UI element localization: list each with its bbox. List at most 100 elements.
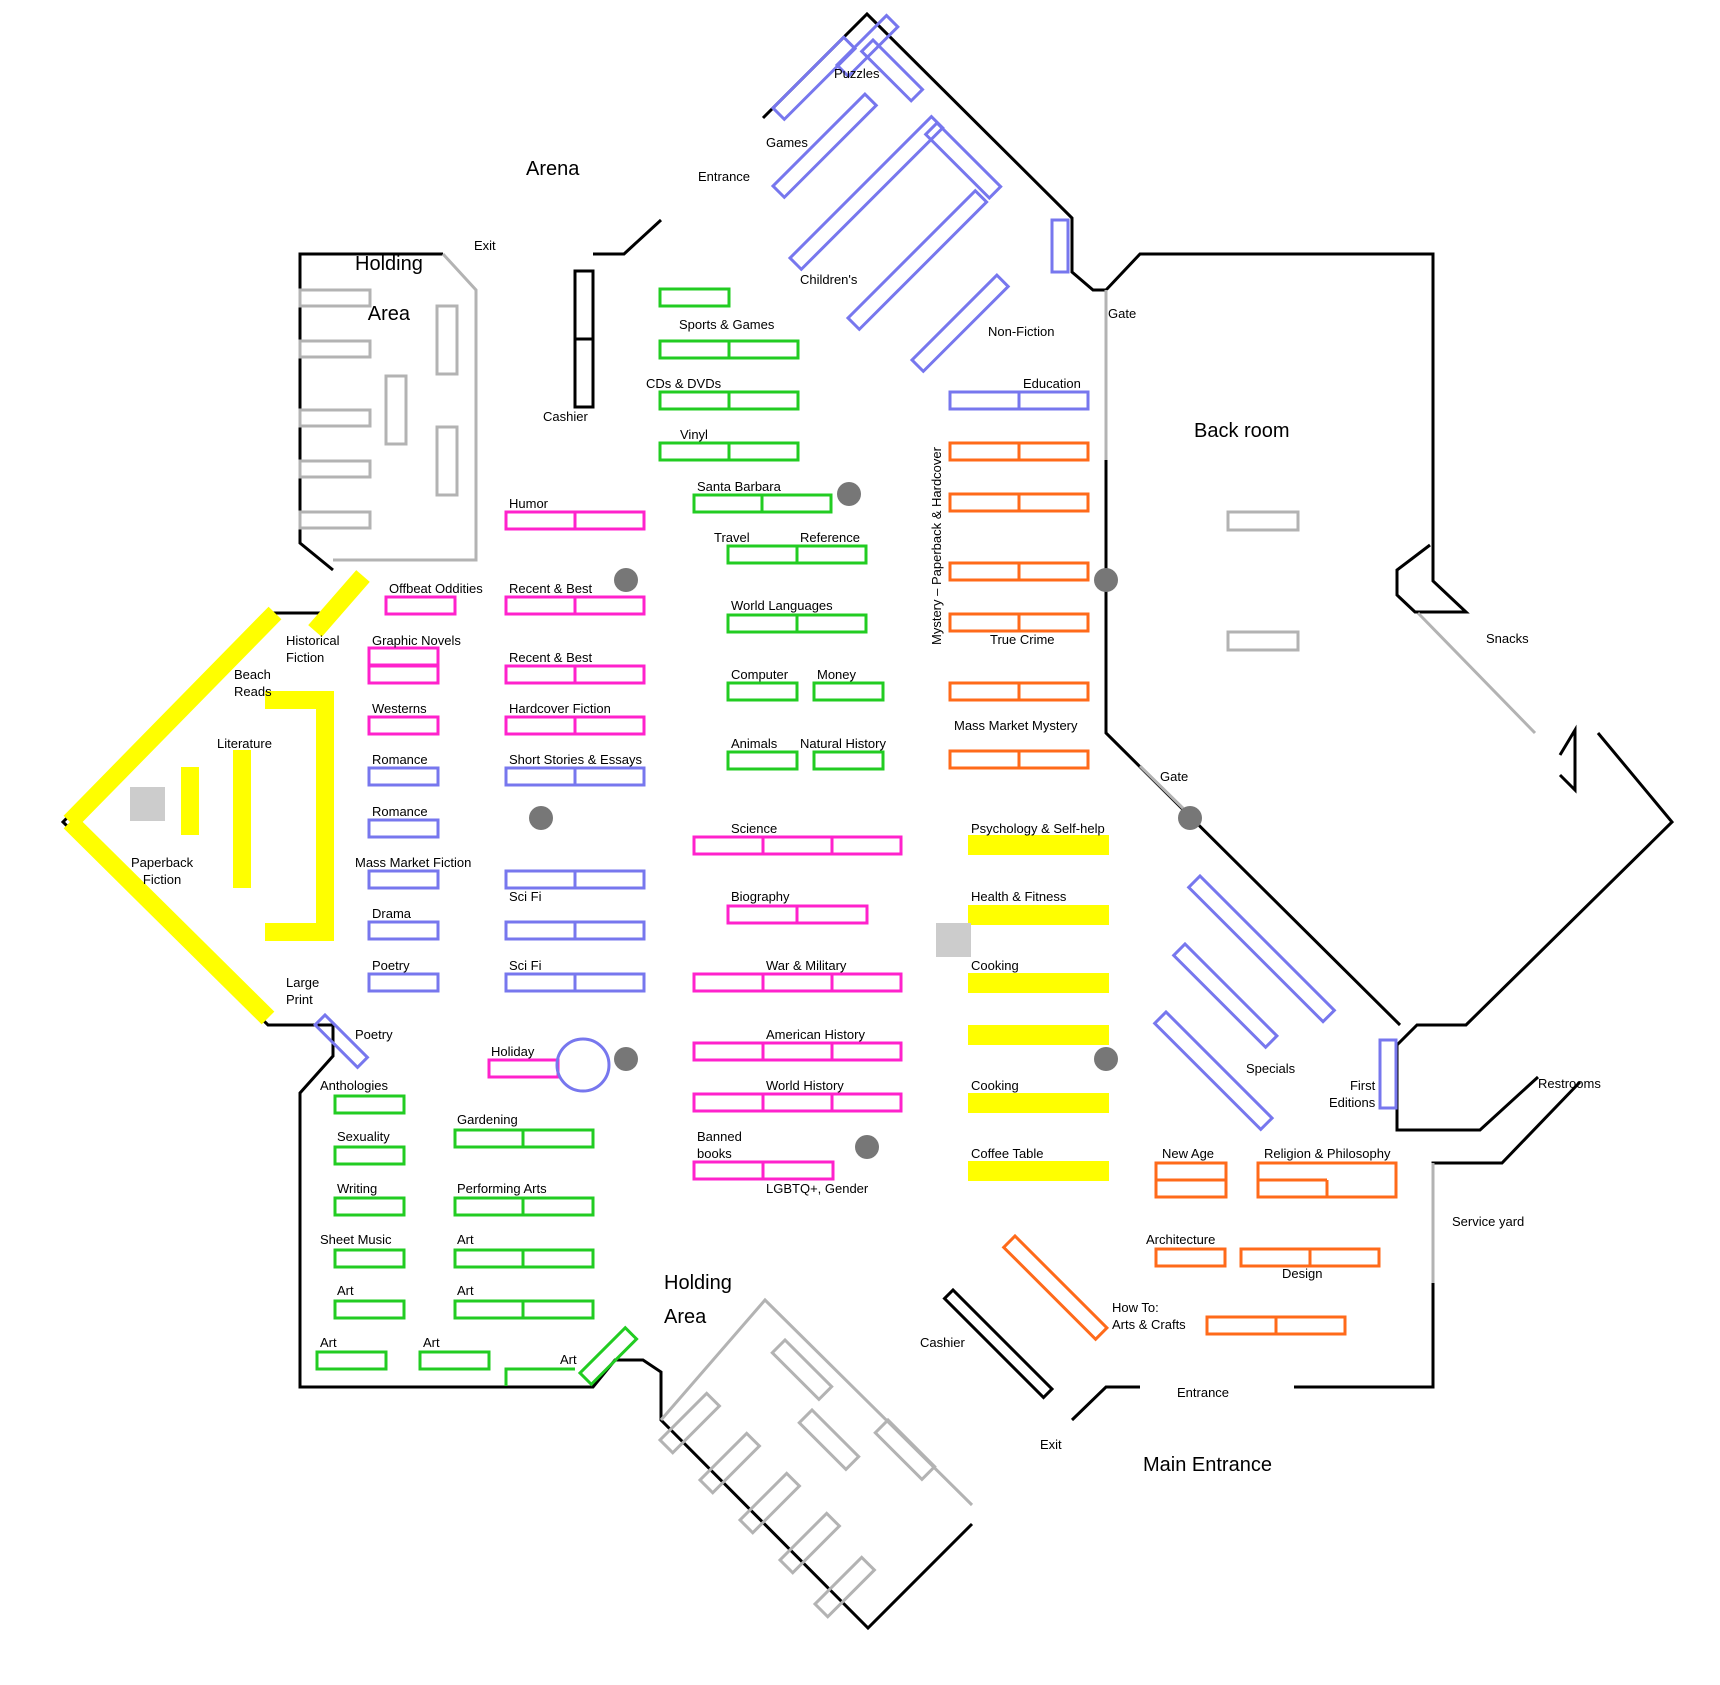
section-design-label: Design <box>1282 1266 1323 1281</box>
section-vinyl-label: Vinyl <box>680 427 708 442</box>
section-santa-barbara-label: Santa Barbara <box>697 479 781 494</box>
section-world-history-label: World History <box>766 1078 844 1093</box>
wall-backroom-notch <box>1558 724 1577 794</box>
section-writing-label: Writing <box>337 1181 378 1196</box>
section-anthologies-label: Anthologies <box>320 1078 388 1093</box>
section-banned-books-label: Banned books <box>697 1129 742 1161</box>
zone-holding-area-south-label: Holding Area <box>664 1272 732 1328</box>
section-specials-label: Specials <box>1246 1061 1296 1076</box>
blue-shelves <box>312 13 1398 1132</box>
entrance-north-label: Entrance <box>698 169 751 184</box>
section-natural-history-label: Natural History <box>800 736 886 751</box>
section-architecture-label: Architecture <box>1146 1232 1216 1247</box>
section-hardcover-fiction-label: Hardcover Fiction <box>509 701 611 716</box>
zone-arena-label: Arena <box>526 158 580 180</box>
section-performing-arts-label: Performing Arts <box>457 1181 547 1196</box>
section-true-crime-label: True Crime <box>990 632 1055 647</box>
section-computer-label: Computer <box>731 667 789 682</box>
section-sexuality-label: Sexuality <box>337 1129 390 1144</box>
zone-restrooms-label: Restrooms <box>1538 1076 1601 1091</box>
section-short-stories-label: Short Stories & Essays <box>509 752 642 767</box>
section-science-label: Science <box>731 821 778 836</box>
section-paperback-fiction-label: Paperback Fiction <box>131 855 194 887</box>
section-money-label: Money <box>817 667 857 682</box>
section-psychology-label: Psychology & Self-help <box>971 821 1105 836</box>
holding-area-north-racks <box>298 288 1300 652</box>
section-drama-label: Drama <box>372 906 412 921</box>
section-world-languages-label: World Languages <box>731 598 833 613</box>
section-health-fitness-label: Health & Fitness <box>971 889 1067 904</box>
section-art-4-label: Art <box>457 1232 474 1247</box>
magenta-shelves <box>367 510 903 1181</box>
section-sci-fi-2-label: Sci Fi <box>509 958 542 973</box>
cashier-south-counter <box>942 1287 1055 1400</box>
section-biography-label: Biography <box>731 889 790 904</box>
section-sports-games-label: Sports & Games <box>679 317 775 332</box>
section-art-3-label: Art <box>423 1335 440 1350</box>
section-graphic-novels-label: Graphic Novels <box>372 633 461 648</box>
section-travel-label: Travel <box>714 530 750 545</box>
wall-north-arena <box>593 218 663 256</box>
holding-area-north-outline <box>333 252 478 562</box>
wall-backroom-inner <box>1104 290 1402 1027</box>
section-sci-fi-1-label: Sci Fi <box>509 889 542 904</box>
cashier-north-label: Cashier <box>543 409 588 424</box>
section-art-6-label: Art <box>560 1352 577 1367</box>
section-recent-best-1-label: Recent & Best <box>509 581 593 596</box>
wall-main-entrance-left <box>1070 1385 1140 1422</box>
section-literature-label: Literature <box>217 736 272 751</box>
section-non-fiction-label: Non-Fiction <box>988 324 1055 339</box>
wall-backroom <box>1104 252 1470 614</box>
section-animals-label: Animals <box>731 736 778 751</box>
section-romance-2-label: Romance <box>372 804 428 819</box>
zone-holding-area-north-label: Holding Area <box>355 253 423 325</box>
section-historical-fiction-label: Historical Fiction <box>286 633 340 665</box>
section-cds-dvds-label: CDs & DVDs <box>646 376 722 391</box>
exit-south-label: Exit <box>1040 1437 1062 1452</box>
section-poetry-2-label: Poetry <box>355 1027 393 1042</box>
section-mass-market-fiction-label: Mass Market Fiction <box>355 855 472 870</box>
wall-ne <box>761 11 1106 292</box>
section-childrens-label: Children's <box>800 272 858 287</box>
section-holiday-label: Holiday <box>491 1044 535 1059</box>
section-puzzles-label: Puzzles <box>834 66 880 81</box>
section-beach-reads-label: Beach Reads <box>234 667 272 699</box>
section-education-label: Education <box>1023 376 1081 391</box>
section-how-to-label: How To: Arts & Crafts <box>1112 1300 1186 1332</box>
section-american-history-label: American History <box>766 1027 865 1042</box>
section-poetry-1-label: Poetry <box>372 958 410 973</box>
section-recent-best-2-label: Recent & Best <box>509 650 593 665</box>
orange-shelves <box>948 441 1398 1342</box>
holiday-round-display <box>555 1037 611 1093</box>
zone-back-room-label: Back room <box>1194 420 1290 442</box>
section-westerns-label: Westerns <box>372 701 427 716</box>
section-sheet-music-label: Sheet Music <box>320 1232 392 1247</box>
section-romance-1-label: Romance <box>372 752 428 767</box>
wall-se <box>1294 1080 1582 1389</box>
wall-east <box>1395 732 1675 1132</box>
exit-north-label: Exit <box>474 238 496 253</box>
section-coffee-table-label: Coffee Table <box>971 1146 1044 1161</box>
section-lgbtq-label: LGBTQ+, Gender <box>766 1181 869 1196</box>
zone-snacks-label: Snacks <box>1486 631 1529 646</box>
section-gardening-label: Gardening <box>457 1112 518 1127</box>
zone-main-entrance-label: Main Entrance <box>1143 1454 1272 1476</box>
section-art-1-label: Art <box>337 1283 354 1298</box>
section-new-age-label: New Age <box>1162 1146 1215 1161</box>
section-reference-label: Reference <box>800 530 860 545</box>
cashier-counters <box>573 269 1055 1400</box>
wall-nw <box>298 252 443 572</box>
section-cooking-1-label: Cooking <box>971 958 1019 973</box>
section-cooking-2-label: Cooking <box>971 1078 1019 1093</box>
display-blocks <box>130 787 971 957</box>
section-humor-label: Humor <box>509 496 549 511</box>
pillars <box>529 482 1202 1159</box>
section-religion-philosophy-label: Religion & Philosophy <box>1264 1146 1391 1161</box>
section-war-military-label: War & Military <box>766 958 847 973</box>
gate-upper-label: Gate <box>1108 306 1137 321</box>
section-games-label: Games <box>766 135 808 150</box>
zone-service-yard-label: Service yard <box>1452 1214 1525 1229</box>
section-first-editions-label: First Editions <box>1329 1078 1376 1110</box>
